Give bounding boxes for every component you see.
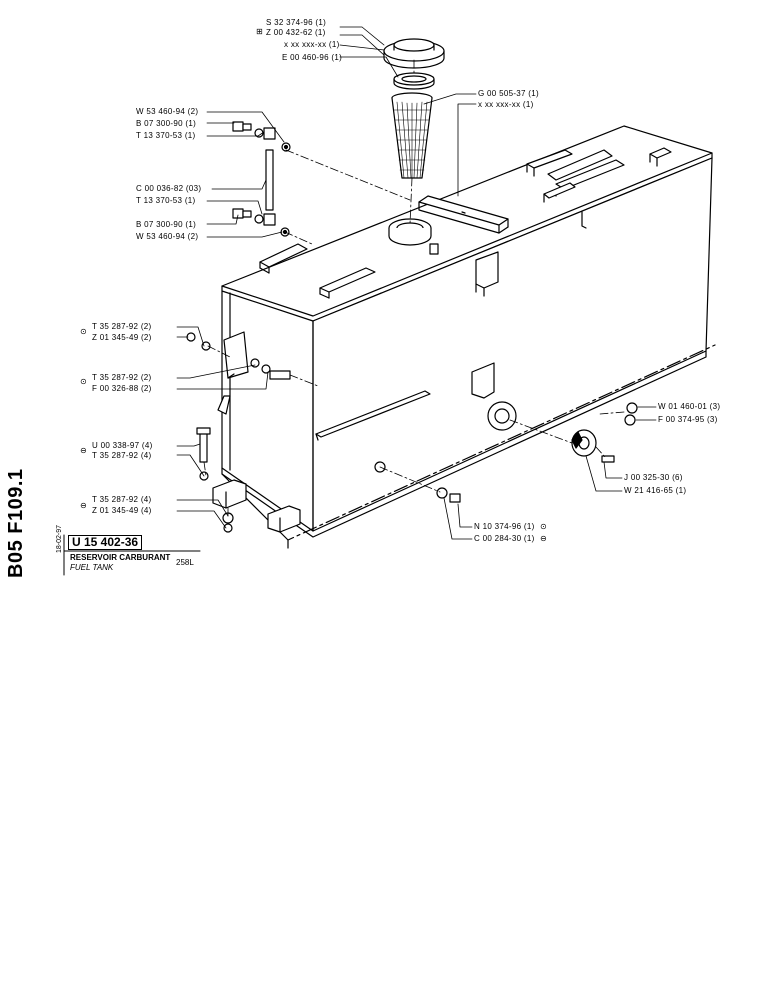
fuel-sender-flange [487,401,517,431]
assembly-lines [203,59,625,519]
side-strip [315,390,431,441]
side-bracket [475,251,499,297]
circle-minus-symbol: ⊖ [80,501,87,510]
callout-vent-lower-bolt: B 07 300-90 (1) [136,220,197,229]
callout-right-washer: W 01 460-01 (3) [658,402,721,411]
callout-vent-upper-fitting: T 13 370-53 (1) [136,131,196,140]
title-block-lines [63,534,201,576]
callout-mount-nut: T 35 287-92 (4) [92,451,152,460]
callout-sender-screw: J 00 325-30 (6) [624,473,683,482]
top-brackets [259,147,672,299]
title-english: FUEL TANK [70,563,114,572]
circle-dot-symbol: ⊙ [80,327,87,336]
circle-dot-symbol: ⊙ [540,522,547,531]
circle-minus-symbol: ⊖ [540,534,547,543]
callout-filler-cap-2: Z 00 432-62 (1) [266,28,326,37]
tank-bottom-lip [221,350,707,538]
side-hardware [186,332,638,533]
tank-body [221,125,716,549]
leader-lines [176,26,657,540]
callout-drain-plug-2: C 00 284-30 (1) [474,534,535,543]
mounting-feet [212,331,301,533]
callout-strainer-1: G 00 505-37 (1) [478,89,539,98]
callout-filler-cap-3: x xx xxx-xx (1) [284,40,340,49]
sheet-date: 18-02-97 [56,524,63,553]
part-number: U 15 402-36 [68,535,143,550]
callout-vent-lower-fitting: T 13 370-53 (1) [136,196,196,205]
fuel-level-sender [571,429,597,457]
sheet-code: B05 F109.1 [5,468,27,578]
callout-strainer-2: x xx xxx-xx (1) [478,100,534,109]
callout-mount-bolt: U 00 338-97 (4) [92,441,153,450]
sender-bracket [471,362,495,399]
callout-side-nut-a: T 35 287-92 (2) [92,322,152,331]
top-rail-bracket [418,195,509,234]
circle-dot-symbol: ⊙ [80,377,87,386]
callout-side-nut-b: T 35 287-92 (2) [92,373,152,382]
callout-vent-lower-washer: W 53 460-94 (2) [136,232,199,241]
circle-minus-symbol: ⊖ [80,446,87,455]
callout-right-screw: F 00 374-95 (3) [658,415,718,424]
tank-capacity: 258L [176,558,194,567]
callout-side-washer-a: Z 01 345-49 (2) [92,333,152,342]
callout-filler-gasket: E 00 460-96 (1) [282,53,343,62]
callout-side-screw-b: F 00 326-88 (2) [92,384,152,393]
filler-cap [383,38,445,69]
callout-foot-nut: T 35 287-92 (4) [92,495,152,504]
callout-drain-plug-1: N 10 374-96 (1) [474,522,535,531]
callout-vent-upper-washer: W 53 460-94 (2) [136,107,199,116]
strainer-basket [391,92,433,179]
boxed-plus-symbol: ⊞ [256,27,263,36]
callout-foot-washer: Z 01 345-49 (4) [92,506,152,515]
callout-sender-washer: W 21 416-65 (1) [624,486,687,495]
tank-front-face [221,290,314,532]
callout-vent-pipe: C 00 036-82 (03) [136,184,202,193]
filler-gasket [393,72,435,90]
callout-vent-upper-bolt: B 07 300-90 (1) [136,119,197,128]
title-french: RESERVOIR CARBURANT [70,553,171,562]
callout-filler-cap-1: S 32 374-96 (1) [266,18,327,27]
